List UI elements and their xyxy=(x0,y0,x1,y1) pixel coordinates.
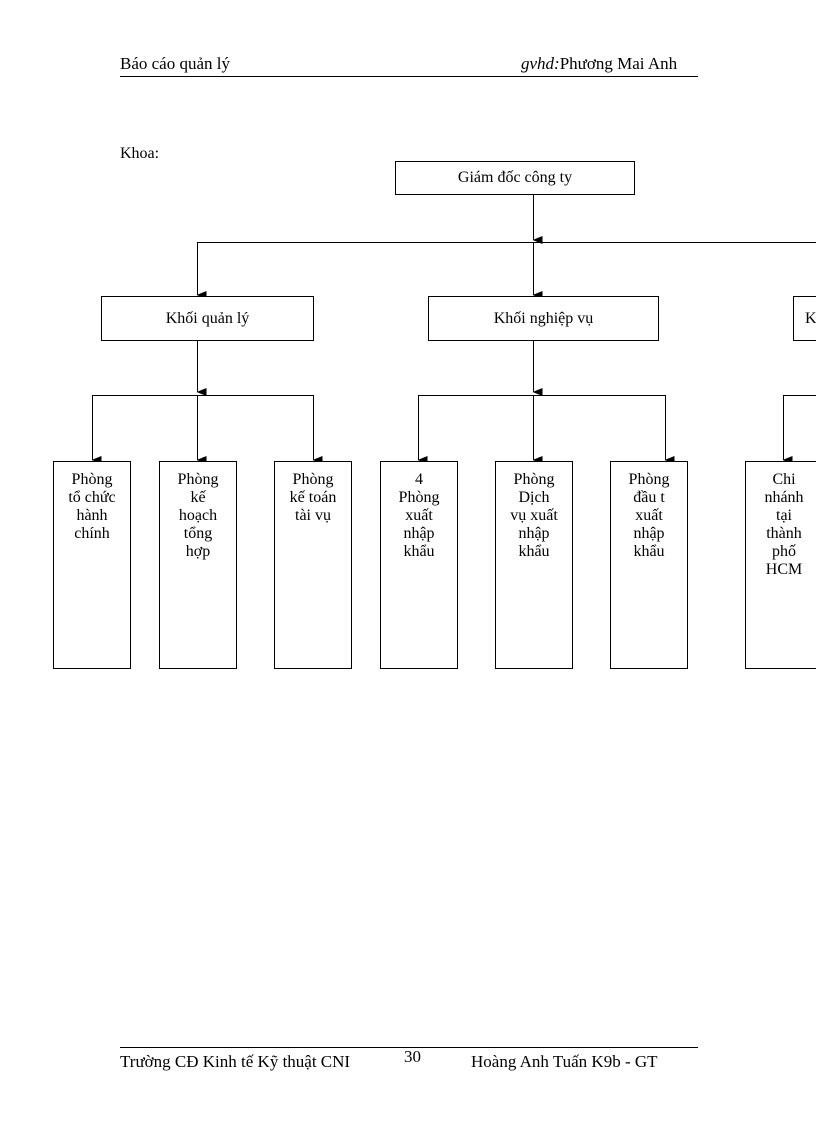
footer-school: Trường CĐ Kinh tế Kỹ thuật CNI xyxy=(120,1052,351,1071)
dept-line: nhập xyxy=(403,525,435,542)
section-label: Khoa: xyxy=(120,145,160,162)
dept-line: tổng xyxy=(183,525,213,542)
dept-line: nhánh xyxy=(764,489,804,506)
dept-line: khẩu xyxy=(518,543,550,560)
header-supervisor-name: Phương Mai Anh xyxy=(559,54,678,73)
dept-line: Phòng xyxy=(398,489,440,506)
header-left-title: Báo cáo quản lý xyxy=(120,54,230,73)
dept-line: 4 xyxy=(415,471,423,488)
group-node-label: Khối nghiệp vụ xyxy=(493,309,594,327)
root-node-label: Giám đốc công ty xyxy=(457,169,573,186)
dept-node-import-export-4: 4 Phòng xuất nhập khẩu xyxy=(380,461,458,669)
dept-line: Chi xyxy=(772,471,796,488)
dept-line: Phòng xyxy=(513,471,555,488)
group-node-label: Khối quản lý xyxy=(165,309,250,327)
group-node-label: K xyxy=(805,309,816,327)
group-node-management: Khối quản lý xyxy=(101,296,314,341)
dept-line: kế toán xyxy=(289,489,337,506)
footer-rule xyxy=(120,1047,698,1048)
footer-page-number: 30 xyxy=(404,1047,421,1066)
dept-line: đầu t xyxy=(633,489,665,506)
dept-line: kế xyxy=(190,489,206,506)
dept-line: tại xyxy=(776,507,792,524)
dept-line: nhập xyxy=(518,525,550,542)
header-rule xyxy=(120,76,698,77)
dept-node-investment: Phòng đầu t xuất nhập khẩu xyxy=(610,461,688,669)
dept-line: nhập xyxy=(633,525,665,542)
dept-line: chính xyxy=(74,525,110,542)
dept-node-hcm-branch: Chi nhánh tại thành phố HCM xyxy=(745,461,816,669)
group-node-operations: Khối nghiệp vụ xyxy=(428,296,659,341)
dept-node-accounting: Phòng kế toán tài vụ xyxy=(274,461,352,669)
dept-line: phố xyxy=(772,543,796,560)
dept-line: Dịch xyxy=(518,489,550,506)
header-right: gvhd:Phương Mai Anh xyxy=(521,54,677,74)
dept-line: hoạch xyxy=(178,507,218,524)
dept-line: tổ chức xyxy=(68,489,116,506)
dept-line: Phòng xyxy=(177,471,219,488)
dept-line: Phòng xyxy=(628,471,670,488)
dept-line: xuất xyxy=(405,507,433,524)
dept-line: hành xyxy=(76,507,108,524)
dept-line: khẩu xyxy=(403,543,435,560)
dept-line: khẩu xyxy=(633,543,665,560)
dept-node-administration: Phòng tổ chức hành chính xyxy=(53,461,131,669)
dept-line: Phòng xyxy=(71,471,113,488)
dept-line: vụ xuất xyxy=(510,507,558,524)
dept-node-planning: Phòng kế hoạch tổng hợp xyxy=(159,461,237,669)
dept-line: HCM xyxy=(765,561,803,578)
root-node: Giám đốc công ty xyxy=(395,161,635,195)
dept-line: tài vụ xyxy=(295,507,331,524)
dept-line: xuất xyxy=(635,507,663,524)
footer-author: Hoàng Anh Tuấn K9b - GT xyxy=(471,1052,658,1071)
group-node-third: K xyxy=(793,296,816,341)
dept-line: Phòng xyxy=(292,471,334,488)
dept-line: thành xyxy=(766,525,802,542)
dept-line: hợp xyxy=(185,543,211,560)
header-supervisor-label: gvhd: xyxy=(521,54,560,73)
dept-node-service: Phòng Dịch vụ xuất nhập khẩu xyxy=(495,461,573,669)
